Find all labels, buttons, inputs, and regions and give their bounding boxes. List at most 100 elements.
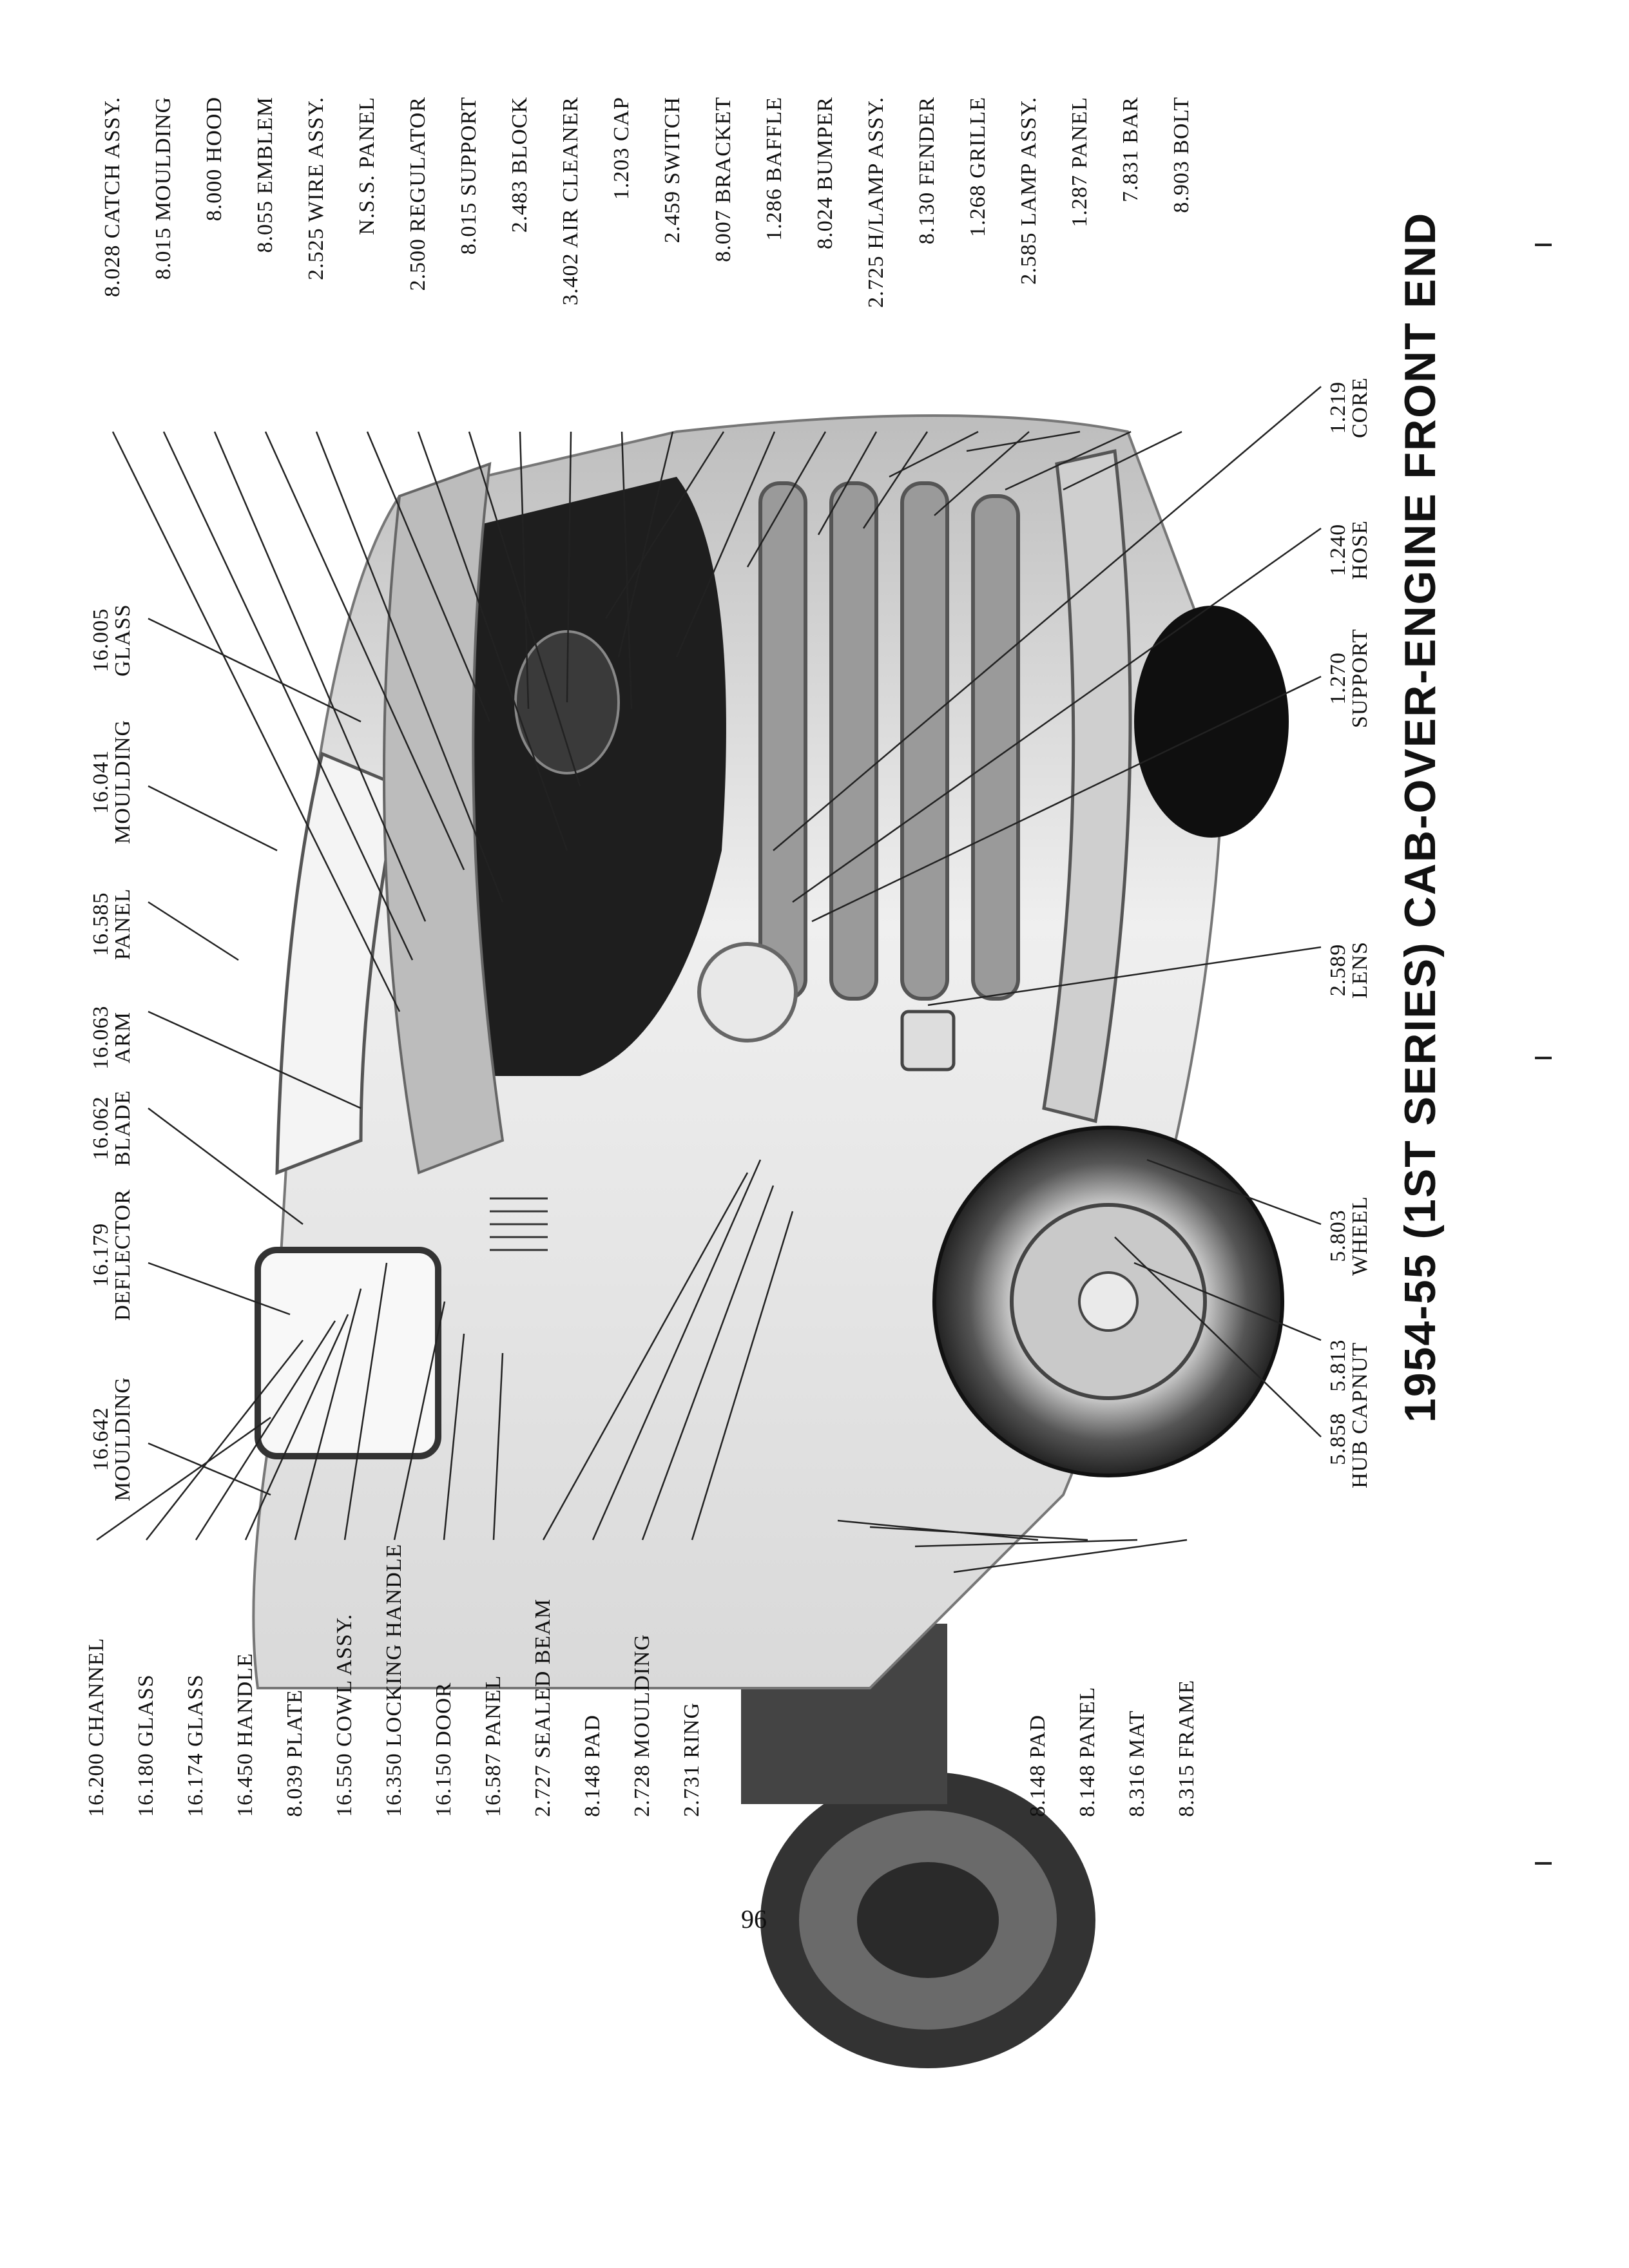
- leader-line: [542, 1172, 749, 1541]
- leader-line: [1133, 1262, 1322, 1341]
- leader-line: [519, 431, 530, 709]
- hood-opening: [438, 477, 726, 1076]
- part-label-bottom: 16.180 GLASS: [134, 1674, 158, 1817]
- leader-line: [641, 1185, 775, 1541]
- part-code: 2.589: [1326, 943, 1350, 997]
- part-name: MOULDING: [111, 719, 135, 844]
- part-name: BLADE: [111, 1090, 135, 1166]
- part-label-top: 2.500 REGULATOR: [406, 97, 430, 291]
- part-name: HUB CAP: [1348, 1389, 1372, 1488]
- leader-line: [746, 431, 827, 568]
- part-label-top: 8.015 SUPPORT: [457, 97, 481, 255]
- leader-line: [1114, 1236, 1322, 1437]
- part-code: 1.270: [1326, 652, 1350, 705]
- part-name: HOSE: [1348, 520, 1372, 580]
- part-code: 5.813: [1326, 1339, 1350, 1392]
- part-name: GLASS: [111, 604, 135, 677]
- leader-line: [1005, 430, 1132, 491]
- part-name: SUPPORT: [1348, 628, 1372, 728]
- leader-line: [148, 901, 239, 961]
- part-name: DEFLECTOR: [111, 1189, 135, 1321]
- leader-line: [773, 386, 1322, 851]
- leader-line: [604, 431, 725, 619]
- leader-line: [162, 431, 414, 961]
- windshield: [275, 751, 401, 1175]
- part-label-top: 8.024 BUMPER: [813, 97, 837, 249]
- part-label-top: 1.268 GRILLE: [966, 97, 990, 237]
- leader-line: [96, 1416, 271, 1541]
- part-name: CORE: [1348, 377, 1372, 438]
- part-label-top: 1.287 PANEL: [1068, 97, 1092, 227]
- part-label-top: 8.028 CATCH ASSY.: [101, 97, 124, 298]
- leader-line: [1063, 430, 1182, 491]
- leader-line: [111, 431, 401, 1012]
- grille-bars: [758, 481, 1020, 1001]
- part-name: NUT: [1348, 1341, 1372, 1389]
- part-name: MOULDING: [111, 1376, 135, 1501]
- leader-line: [148, 1442, 271, 1496]
- hood-panel: [383, 462, 505, 1175]
- part-label-top: 8.130 FENDER: [915, 97, 939, 245]
- leader-line: [343, 1262, 388, 1541]
- part-code: 1.219: [1326, 381, 1350, 434]
- part-name: PANEL: [111, 888, 135, 960]
- leader-line: [934, 431, 1030, 516]
- margin-tick: [1535, 244, 1552, 246]
- part-label-top: 8.015 MOULDING: [151, 97, 175, 280]
- leader-line: [417, 431, 568, 851]
- part-label-bottom: 2.731 RING: [680, 1702, 704, 1817]
- leader-line: [244, 1314, 349, 1541]
- part-code: 16.041: [89, 749, 113, 814]
- front-wheel: [932, 1126, 1284, 1477]
- part-name: WHEEL: [1348, 1196, 1372, 1276]
- part-label-bottom: 16.150 DOOR: [432, 1682, 456, 1817]
- part-code: 1.240: [1326, 523, 1350, 577]
- part-label-top: 8.903 BOLT: [1170, 97, 1193, 213]
- part-label-top: 2.725 H/LAMP ASSY.: [864, 97, 888, 308]
- leader-line: [914, 1539, 1138, 1548]
- part-name: LENS: [1348, 941, 1372, 999]
- leader-line: [566, 431, 572, 703]
- leader-line: [148, 1108, 304, 1225]
- part-label-bottom: 16.200 CHANNEL: [84, 1637, 108, 1817]
- leader-line: [889, 430, 979, 478]
- leader-line: [869, 1526, 1088, 1541]
- leader-line: [617, 431, 674, 658]
- part-label-top: 2.483 BLOCK: [508, 97, 532, 233]
- part-label-bottom: 2.727 SEALED BEAM: [531, 1598, 555, 1817]
- part-code: 5.803: [1326, 1209, 1350, 1262]
- bumper-shape: [1042, 448, 1132, 1124]
- part-label-top: 8.000 HOOD: [202, 97, 226, 222]
- part-label-bottom: 16.587 PANEL: [481, 1675, 505, 1817]
- leader-line: [966, 430, 1081, 452]
- part-label-top: 8.055 EMBLEM: [253, 97, 277, 253]
- part-label-top: 2.585 LAMP ASSY.: [1017, 97, 1041, 285]
- leader-line: [148, 1010, 361, 1110]
- part-label-top: 3.402 AIR CLEANER: [559, 97, 583, 305]
- part-code: 5.858: [1326, 1412, 1350, 1466]
- part-code: 16.062: [89, 1096, 113, 1160]
- door-window: [255, 1247, 441, 1459]
- leader-line: [443, 1333, 465, 1541]
- leader-line: [148, 617, 361, 723]
- leader-line: [811, 675, 1322, 923]
- part-label-bottom: 8.316 MAT: [1125, 1710, 1149, 1817]
- leader-line: [468, 431, 581, 787]
- margin-tick: [1535, 1862, 1552, 1865]
- leader-line: [953, 1539, 1188, 1573]
- part-label-bottom: 2.728 MOULDING: [630, 1633, 654, 1817]
- part-label-top: 1.286 BAFFLE: [762, 97, 786, 241]
